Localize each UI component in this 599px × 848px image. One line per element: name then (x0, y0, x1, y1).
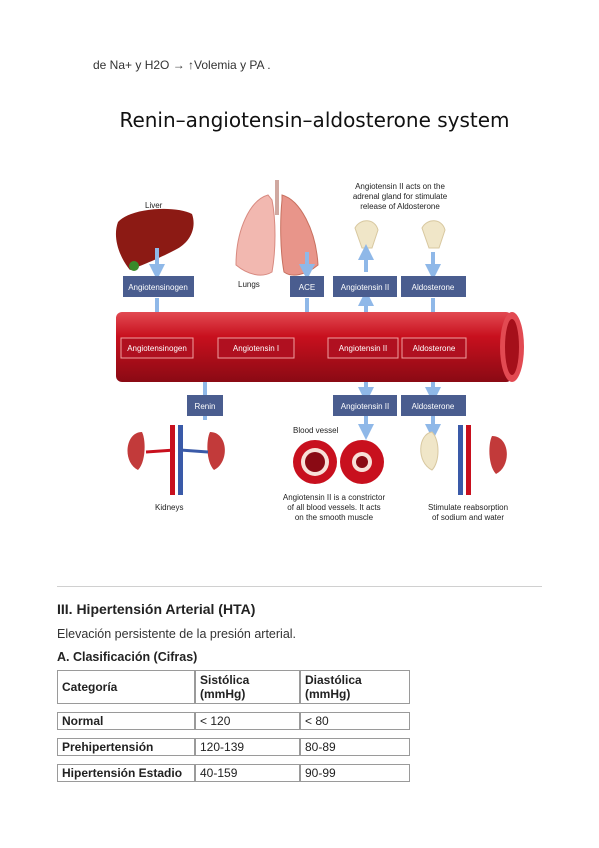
svg-text:Angiotensin II: Angiotensin II (341, 402, 389, 411)
table-cell: Normal (57, 712, 195, 730)
table-cell: 80-89 (300, 738, 410, 756)
svg-text:Angiotensin II: Angiotensin II (341, 283, 389, 292)
table-cell: < 120 (195, 712, 300, 730)
box-aldosterone-vessel: Aldosterone (401, 337, 467, 359)
classification-subheading: A. Clasificación (Cifras) (57, 650, 198, 664)
reabsorption-note-line-2: of sodium and water (432, 513, 504, 522)
table-cell: < 80 (300, 712, 410, 730)
reabsorption-note-line-1: Stimulate reabsorption (428, 503, 508, 512)
table-cell: 40-159 (195, 764, 300, 782)
adrenal-note-line-3: release of Aldosterone (360, 202, 440, 211)
section-heading: III. Hipertensión Arterial (HTA) (57, 601, 256, 617)
table-cell: 120-139 (195, 738, 300, 756)
table-row: Hipertensión Estadio 40-159 90-99 (57, 764, 410, 782)
box-angiotensinogen-vessel: Angiotensinogen (120, 337, 194, 359)
kidney-right-illustration (420, 425, 507, 495)
box-angiotensin2-bottom: Angiotensin II (333, 395, 397, 416)
lungs-label: Lungs (238, 280, 260, 289)
svg-text:Aldosterone: Aldosterone (412, 402, 455, 411)
box-aldosterone-top: Aldosterone (401, 276, 466, 297)
adrenal-note-line-2: adrenal gland for stimulate (353, 192, 448, 201)
kidneys-label: Kidneys (155, 503, 183, 512)
box-renin: Renin (187, 395, 223, 416)
svg-text:Angiotensin I: Angiotensin I (233, 344, 279, 353)
box-aldosterone-bottom: Aldosterone (401, 395, 466, 416)
raas-diagram: Liver Lungs Angiotensin II acts on the a… (115, 180, 524, 522)
liver-illustration (115, 208, 194, 271)
classification-table: Categoría Sistólica (mmHg) Diastólica (m… (57, 670, 410, 782)
table-header-cell: Categoría (57, 670, 195, 704)
svg-text:Aldosterone: Aldosterone (412, 283, 455, 292)
svg-text:Angiotensin II: Angiotensin II (339, 344, 387, 353)
svg-text:Angiotensinogen: Angiotensinogen (127, 344, 187, 353)
box-angiotensin2-top: Angiotensin II (333, 276, 397, 297)
svg-text:Aldosterone: Aldosterone (413, 344, 456, 353)
constrictor-note-line-3: on the smooth muscle (295, 513, 374, 522)
intro-line: de Na+ y H2O → ↑Volemia y PA . (93, 58, 271, 72)
constrictor-note-line-2: of all blood vessels. It acts (287, 503, 380, 512)
table-row: Prehipertensión 120-139 80-89 (57, 738, 410, 756)
table-cell: Hipertensión Estadio (57, 764, 195, 782)
box-angiotensin1-vessel: Angiotensin I (217, 337, 295, 359)
table-header-cell: Diastólica (mmHg) (300, 670, 410, 704)
table-row: Normal < 120 < 80 (57, 712, 410, 730)
box-angiotensin2-vessel: Angiotensin II (327, 337, 399, 359)
table-cell: 90-99 (300, 764, 410, 782)
kidneys-illustration (127, 425, 225, 495)
table-header-row: Categoría Sistólica (mmHg) Diastólica (m… (57, 670, 410, 704)
constrictor-note-line-1: Angiotensin II is a constrictor (283, 493, 386, 502)
blood-vessel-label: Blood vessel (293, 426, 339, 435)
diagram-title: Renin–angiotensin–aldosterone system (119, 108, 510, 132)
svg-text:Renin: Renin (195, 402, 216, 411)
box-angiotensinogen-top: Angiotensinogen (123, 276, 194, 297)
table-cell: Prehipertensión (57, 738, 195, 756)
adrenal-gland-illustration (354, 220, 446, 249)
table-header-cell: Sistólica (mmHg) (195, 670, 300, 704)
svg-text:ACE: ACE (299, 283, 315, 292)
svg-text:Angiotensinogen: Angiotensinogen (128, 283, 188, 292)
liver-label: Liver (145, 201, 163, 210)
section-paragraph: Elevación persistente de la presión arte… (57, 627, 297, 641)
box-ace: ACE (290, 276, 324, 297)
section-divider (57, 586, 542, 587)
adrenal-note-line-1: Angiotensin II acts on the (355, 182, 445, 191)
vessel-cross-section-illustration (293, 440, 384, 484)
blood-vessel-tube (116, 312, 524, 382)
